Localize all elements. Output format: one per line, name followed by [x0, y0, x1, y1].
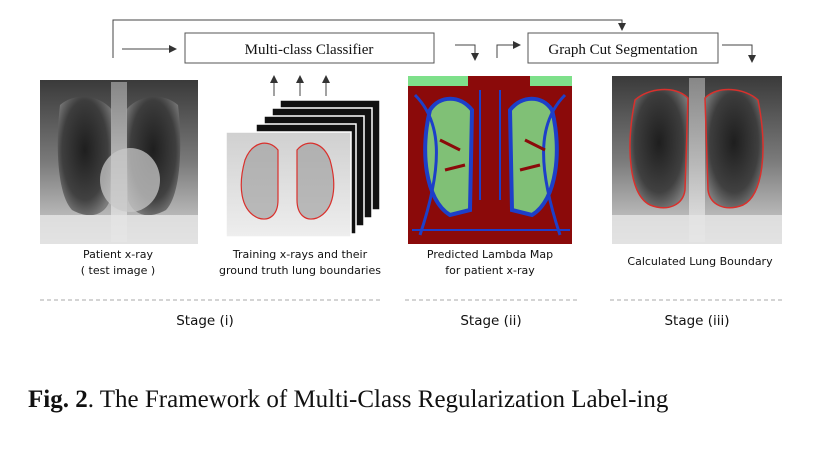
patient-xray-image: [40, 80, 198, 244]
lambda-caption-line1: Predicted Lambda Map: [427, 248, 553, 261]
stage-2-label: Stage (ii): [460, 313, 521, 329]
graph-cut-label: Graph Cut Segmentation: [548, 42, 698, 58]
boundary-xray-image: [612, 76, 782, 244]
graph-cut-box: Graph Cut Segmentation: [527, 32, 719, 64]
stage-1-label: Stage (i): [176, 313, 234, 329]
patient-caption-line2: ( test image ): [81, 264, 155, 277]
stage-3-label: Stage (iii): [664, 313, 729, 329]
boundary-caption: Calculated Lung Boundary: [627, 255, 773, 268]
figure-caption-label: Fig. 2: [28, 386, 88, 413]
arrow-classifier-to-lambda: [455, 44, 479, 61]
connector-lines: [112, 19, 756, 96]
classifier-box: Multi-class Classifier: [184, 32, 435, 64]
arrow-lambda-to-graph-cut: [496, 41, 521, 58]
training-left-lung-boundary: [240, 142, 279, 220]
figure-caption-text: . The Framework of Multi-Class Regulariz…: [87, 386, 669, 413]
left-lung-boundary: [629, 88, 689, 209]
right-lung-boundary: [704, 88, 764, 209]
patient-caption-line1: Patient x-ray: [83, 248, 154, 261]
top-arrow-to-graph-cut: [112, 19, 626, 58]
lambda-map-image: [408, 76, 572, 244]
figure-caption: Fig. 2. The Framework of Multi-Class Reg…: [28, 384, 818, 415]
arrow-graph-cut-to-boundary: [722, 44, 756, 63]
training-caption-line2: ground truth lung boundaries: [219, 264, 381, 277]
lambda-caption-line2: for patient x-ray: [445, 264, 535, 277]
training-xray-stack: [225, 99, 381, 238]
training-right-lung-boundary: [296, 142, 335, 220]
framework-diagram: Multi-class Classifier Graph Cut Segment…: [40, 19, 783, 329]
classifier-label: Multi-class Classifier: [245, 42, 374, 58]
training-caption-line1: Training x-rays and their: [232, 248, 368, 261]
